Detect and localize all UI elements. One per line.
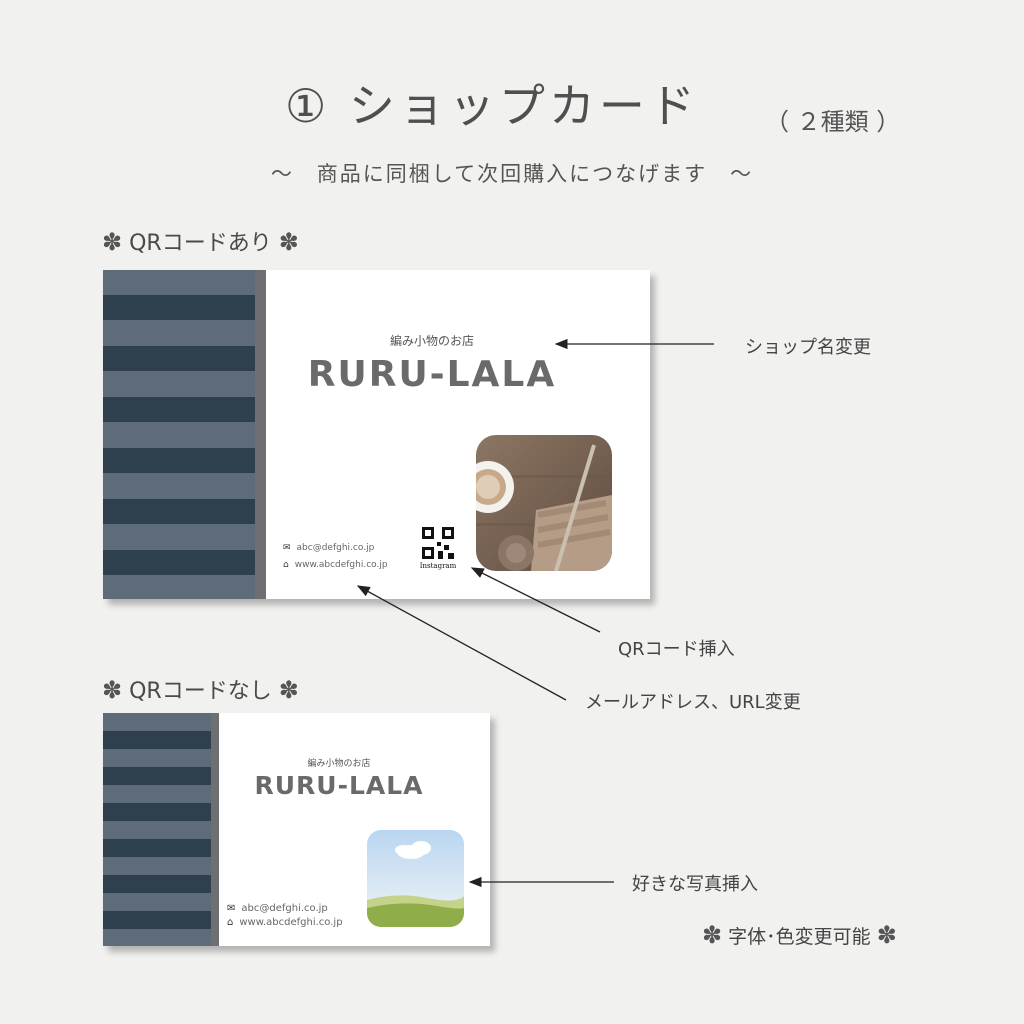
variant-count: （ ２種類 ）: [765, 108, 901, 136]
knitting-photo: [476, 435, 612, 571]
shop-name: RURU-LALA: [254, 771, 424, 800]
email-line: ✉abc@defghi.co.jp: [227, 903, 328, 914]
stripe-panel: [103, 270, 255, 599]
email-line: ✉abc@defghi.co.jp: [283, 543, 375, 553]
shop-card-with-qr: 編み小物のお店 RURU-LALA: [103, 270, 650, 599]
photo-placeholder-icon: [367, 830, 464, 927]
shop-subtitle: 編み小物のお店: [307, 759, 371, 769]
shop-card-without-qr: 編み小物のお店 RURU-LALA ✉abc@defghi.co.jp ⌂www…: [103, 713, 490, 946]
qr-code-icon: [422, 527, 454, 559]
qr-label: Instagram: [419, 562, 457, 570]
annotation-font-color: ✽ 字体･色変更可能 ✽: [702, 921, 897, 949]
annotation-qr: QRコード挿入: [618, 639, 735, 660]
stripe-panel: [103, 713, 211, 946]
flower-icon: ✽: [702, 921, 723, 949]
mail-icon: ✉: [227, 903, 236, 914]
arrow-mail-url: [356, 585, 567, 701]
shop-subtitle: 編み小物のお店: [389, 334, 474, 348]
flower-icon: ✽: [102, 228, 123, 256]
arrow-qr: [470, 567, 601, 633]
flower-icon: ✽: [876, 921, 897, 949]
home-icon: ⌂: [283, 560, 289, 570]
shop-name: RURU-LALA: [307, 354, 557, 395]
annotation-photo: 好きな写真挿入: [632, 874, 758, 895]
section-label-qr: ✽ QRコードあり ✽: [102, 228, 299, 256]
page-title: ① ショップカード: [285, 79, 699, 133]
mail-icon: ✉: [283, 543, 291, 553]
url-line: ⌂www.abcdefghi.co.jp: [227, 917, 343, 928]
page-subtitle: 〜 商品に同梱して次回購入につなげます 〜: [270, 162, 754, 186]
header: ① ショップカード （ ２種類 ）: [0, 70, 1024, 140]
flower-icon: ✽: [278, 228, 299, 256]
annotation-mail-url: メールアドレス、URL変更: [585, 692, 801, 713]
flower-icon: ✽: [278, 676, 299, 704]
url-line: ⌂www.abcdefghi.co.jp: [283, 560, 388, 570]
section-label-noqr: ✽ QRコードなし ✽: [102, 676, 299, 704]
flower-icon: ✽: [102, 676, 123, 704]
annotation-shop-name: ショップ名変更: [745, 337, 871, 358]
home-icon: ⌂: [227, 917, 234, 928]
